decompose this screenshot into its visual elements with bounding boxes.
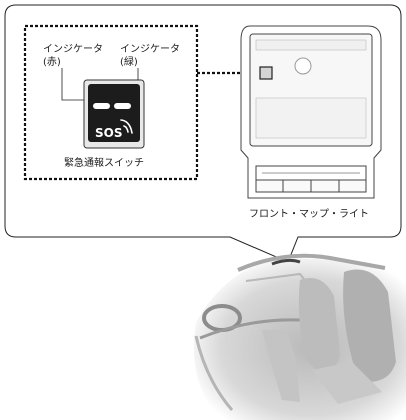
- indicator-left-label: インジケータ: [43, 43, 103, 55]
- sos-switch-location: [259, 66, 273, 80]
- map-light-caption: フロント・マップ・ライト: [249, 208, 369, 220]
- indicator-green-lamp: [114, 103, 131, 109]
- sos-button-label: SOS: [95, 126, 123, 140]
- sos-switch: SOS: [83, 79, 145, 149]
- front-map-light: [240, 25, 382, 199]
- indicator-red-lamp: [93, 103, 110, 109]
- indicator-left-color: (赤): [43, 56, 61, 68]
- indicator-right-color: (緑): [120, 55, 138, 68]
- phone-icon: [120, 119, 133, 134]
- switch-caption: 緊急通報スイッチ: [64, 156, 144, 169]
- switch-detail-frame: [23, 24, 199, 181]
- indicator-right-label: インジケータ: [120, 43, 180, 55]
- car-interior-illustration: [193, 253, 406, 420]
